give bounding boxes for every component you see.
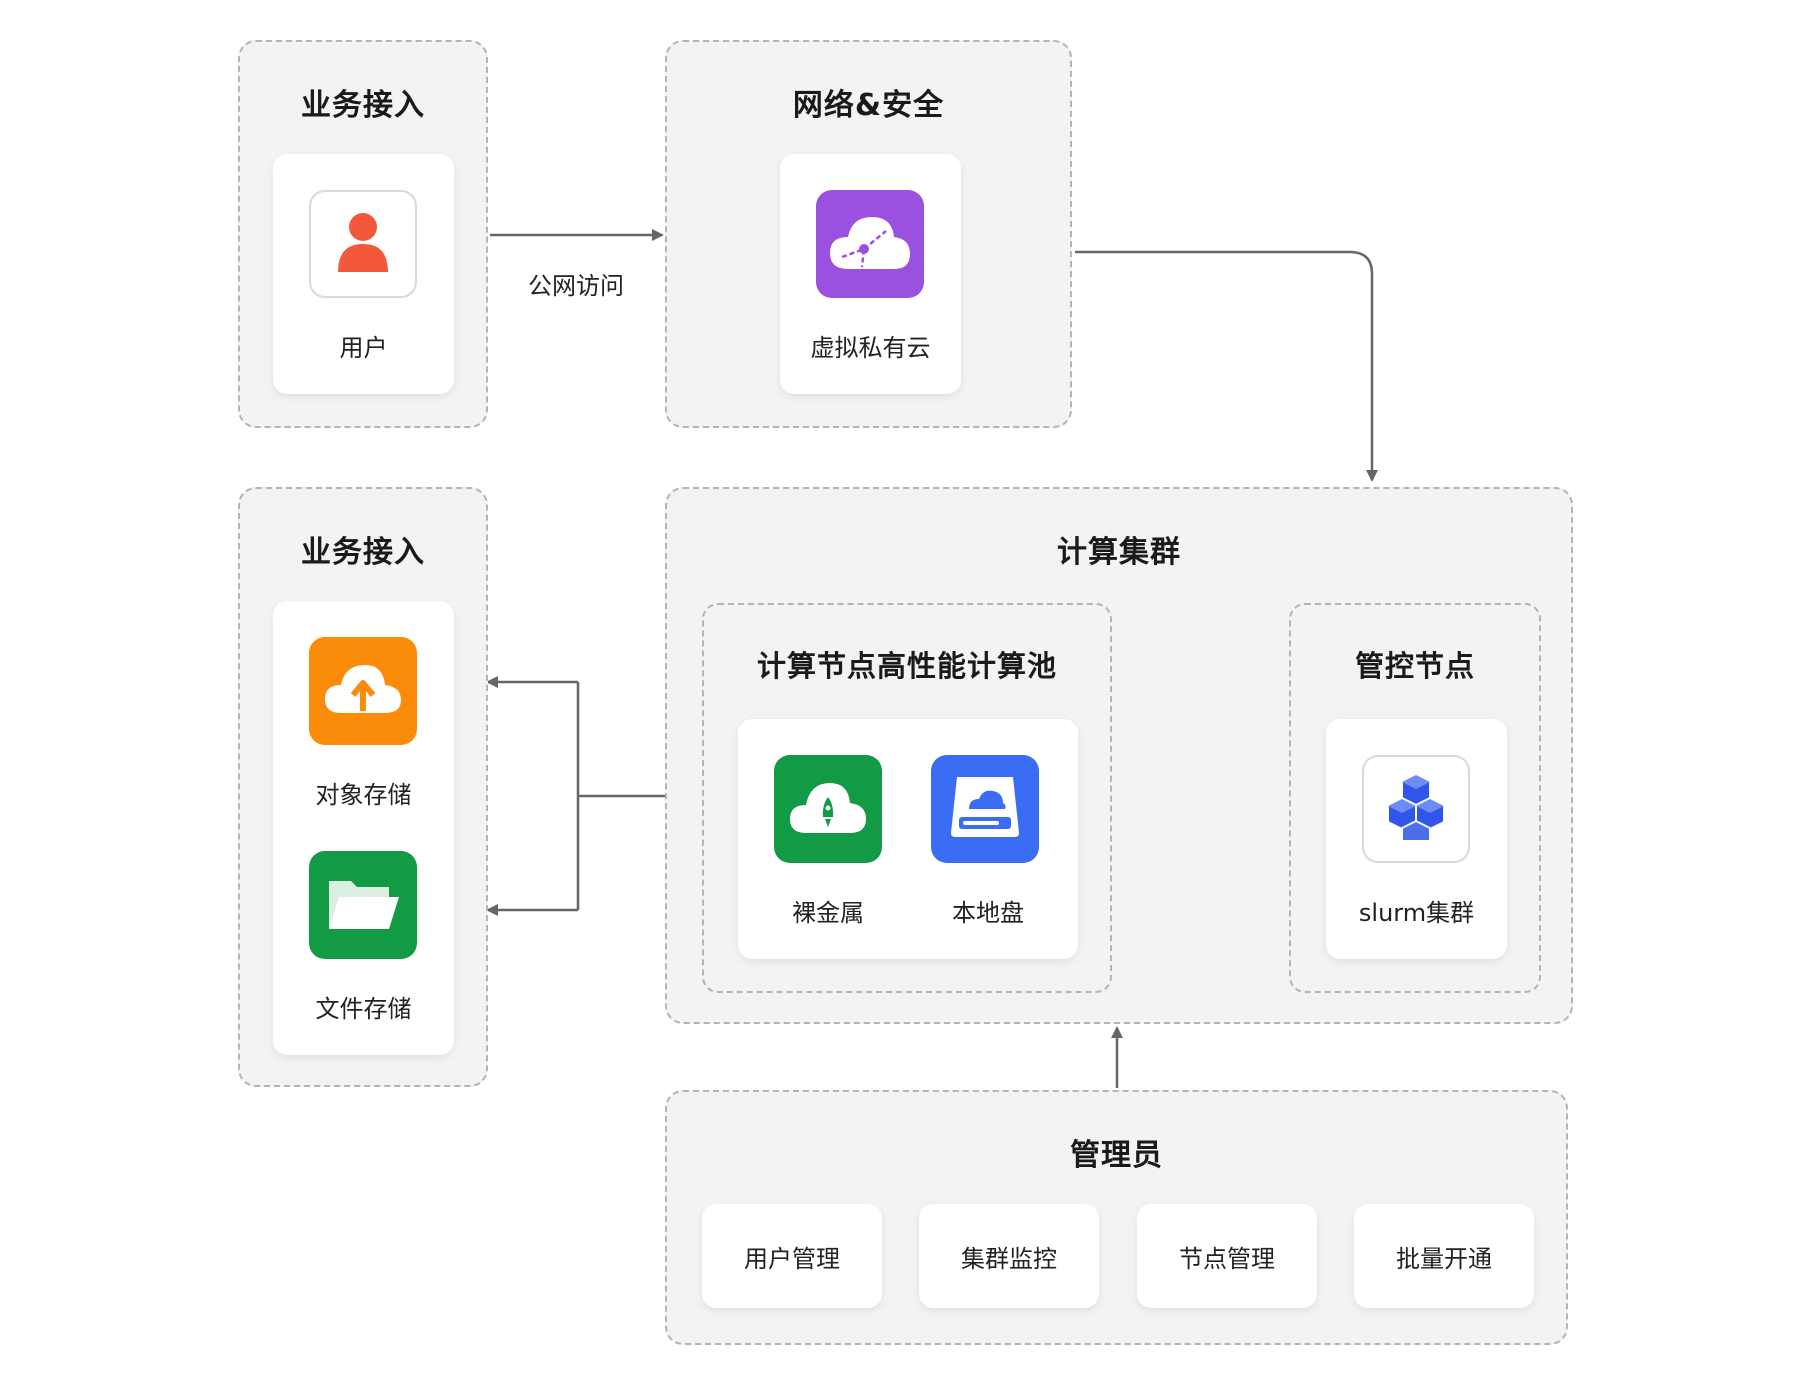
group-title: 管理员 xyxy=(1070,1138,1163,1173)
compute-pool-group: 计算节点高性能计算池 裸金属 xyxy=(702,603,1112,993)
slurm-card[interactable]: slurm集群 xyxy=(1326,719,1507,959)
group-title: 业务接入 xyxy=(301,535,425,570)
file-storage-tile[interactable] xyxy=(309,851,417,959)
user-label: 用户 xyxy=(339,334,388,362)
vpc-cloud-icon xyxy=(828,209,912,279)
slurm-tile xyxy=(1362,755,1470,863)
file-storage-label: 文件存储 xyxy=(315,995,412,1023)
pool-title: 计算节点高性能计算池 xyxy=(756,649,1057,683)
user-management-button[interactable]: 用户管理 xyxy=(702,1204,882,1308)
cubes-icon xyxy=(1380,771,1452,847)
group-title: 计算集群 xyxy=(1057,535,1181,570)
disk-icon xyxy=(947,773,1023,845)
public-access-label: 公网访问 xyxy=(528,272,624,300)
user-icon xyxy=(336,210,390,278)
access-bottom-group: 业务接入 对象存储 文件存储 xyxy=(238,487,488,1087)
local-disk-label: 本地盘 xyxy=(952,899,1024,927)
object-storage-tile[interactable] xyxy=(309,637,417,745)
object-storage-label: 对象存储 xyxy=(315,781,412,809)
access-top-group: 业务接入 用户 xyxy=(238,40,488,428)
vpc-tile xyxy=(816,190,924,298)
folder-icon xyxy=(325,873,401,937)
control-title: 管控节点 xyxy=(1354,649,1475,683)
edge-vpc-to-cluster xyxy=(1075,250,1378,482)
cluster-monitoring-button[interactable]: 集群监控 xyxy=(919,1204,1099,1308)
bare-metal-label: 裸金属 xyxy=(792,899,864,927)
node-management-button[interactable]: 节点管理 xyxy=(1137,1204,1317,1308)
local-disk-tile[interactable] xyxy=(931,755,1039,863)
batch-provision-button[interactable]: 批量开通 xyxy=(1354,1204,1534,1308)
bare-metal-tile[interactable] xyxy=(774,755,882,863)
storage-card: 对象存储 文件存储 xyxy=(273,601,454,1055)
compute-cluster-group: 计算集群 计算节点高性能计算池 裸金属 xyxy=(665,487,1573,1024)
user-card[interactable]: 用户 xyxy=(273,154,454,394)
pool-card: 裸金属 本地盘 xyxy=(738,719,1078,959)
network-security-group: 网络&安全 虚拟私有云 xyxy=(665,40,1072,428)
vpc-card[interactable]: 虚拟私有云 xyxy=(780,154,961,394)
admin-group: 管理员 用户管理 集群监控 节点管理 批量开通 xyxy=(665,1090,1568,1345)
user-tile xyxy=(309,190,417,298)
slurm-label: slurm集群 xyxy=(1358,899,1475,927)
control-node-group: 管控节点 xyxy=(1289,603,1541,993)
vpc-label: 虚拟私有云 xyxy=(810,334,931,362)
group-title: 网络&安全 xyxy=(792,88,945,123)
cloud-upload-icon xyxy=(323,661,403,721)
rocket-cloud-icon xyxy=(788,777,868,841)
group-title: 业务接入 xyxy=(301,88,425,123)
